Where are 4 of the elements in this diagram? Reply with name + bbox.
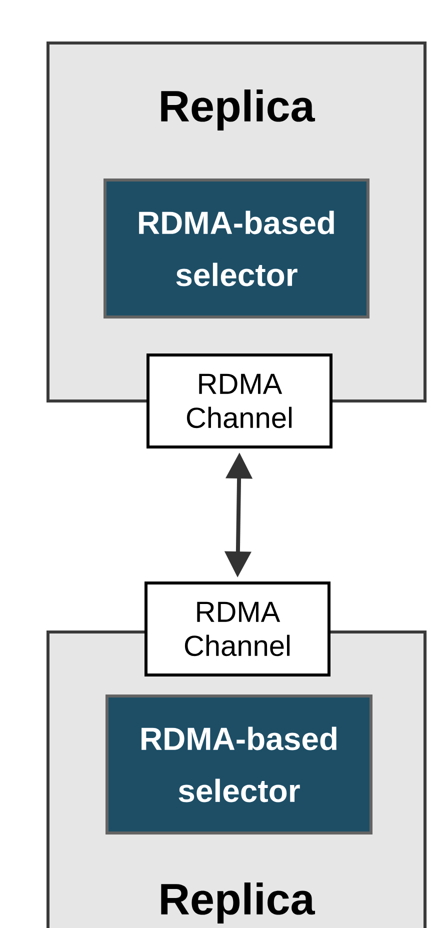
channel-box: RDMA Channel: [146, 354, 332, 448]
selector-box: RDMA-based selector: [104, 178, 370, 318]
selector-box: RDMA-based selector: [106, 694, 372, 834]
channel-box: RDMA Channel: [144, 582, 330, 676]
